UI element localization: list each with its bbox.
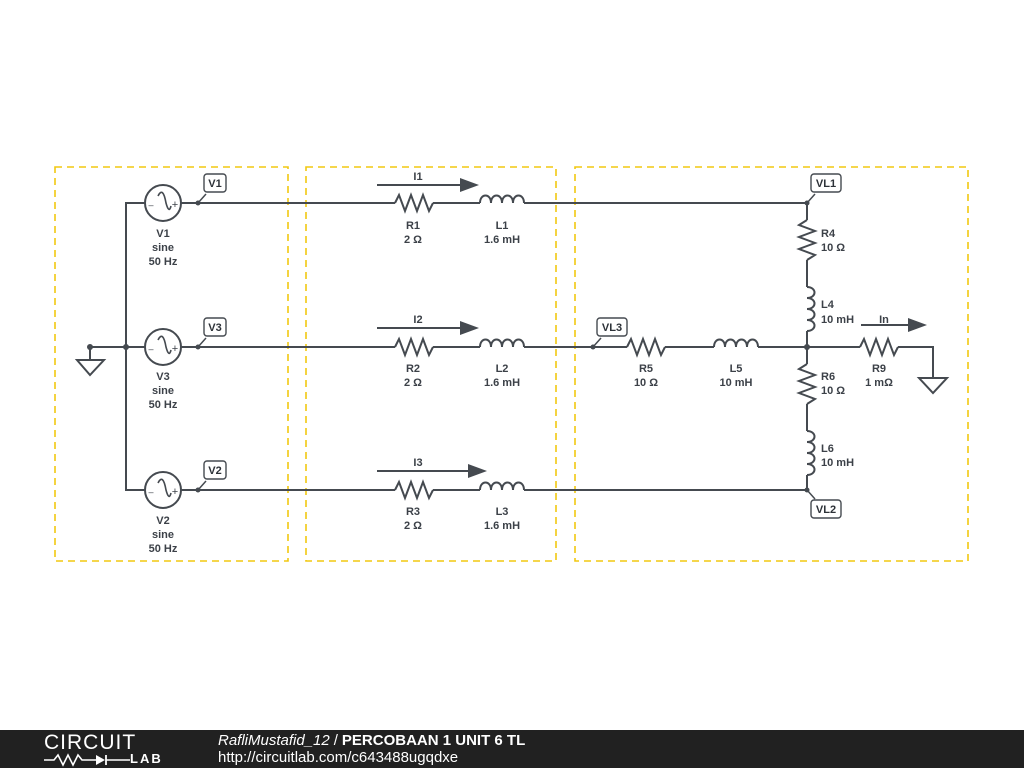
l5-name-label: L5 [730, 363, 743, 375]
author-link[interactable]: RafliMustafid_12 [218, 732, 330, 749]
v2-type-label: sine [152, 529, 174, 541]
circuitlab-logo[interactable]: CIRCUIT LAB [44, 731, 174, 767]
i1-label: I1 [413, 171, 422, 183]
v1-type-label: sine [152, 242, 174, 254]
i3-label: I3 [413, 457, 422, 469]
r6-name-label: R6 [821, 371, 835, 383]
r4-name-label: R4 [821, 228, 836, 240]
l5-value-label: 10 mH [719, 377, 752, 389]
title-separator: / [333, 732, 338, 749]
resistor-r3 [394, 479, 434, 501]
inductor-l4 [806, 286, 816, 332]
in-label: In [879, 314, 889, 326]
svg-text:–: – [148, 200, 153, 210]
svg-text:V2: V2 [208, 465, 221, 477]
node-tag-v2[interactable]: V2 [195, 460, 227, 493]
voltage-source-v3: – + [144, 328, 182, 366]
l1-value-label: 1.6 mH [484, 234, 520, 246]
source-common-bus [87, 202, 145, 491]
l3-name-label: L3 [496, 506, 509, 518]
l6-name-label: L6 [821, 443, 834, 455]
circuit-title[interactable]: PERCOBAAN 1 UNIT 6 TL [341, 732, 526, 749]
l1-name-label: L1 [496, 220, 509, 232]
r2-value-label: 2 Ω [404, 377, 422, 389]
current-arrow-i1 [377, 178, 479, 192]
l6-value-label: 10 mH [821, 457, 854, 469]
v1-freq-label: 50 Hz [149, 256, 178, 268]
inductor-l6 [806, 430, 816, 476]
resistor-r5 [626, 336, 666, 358]
node-tag-vl3[interactable]: VL3 [590, 317, 628, 350]
svg-text:VL1: VL1 [816, 178, 836, 190]
l4-name-label: L4 [821, 299, 835, 311]
svg-text:–: – [148, 487, 153, 497]
v2-name-label: V2 [156, 515, 169, 527]
r2-name-label: R2 [406, 363, 420, 375]
circuit-url[interactable]: http://circuitlab.com/c643488ugqdxe [218, 749, 459, 766]
inductor-l2 [479, 338, 525, 348]
ground-symbol-right [916, 377, 950, 395]
i2-label: I2 [413, 314, 422, 326]
v3-freq-label: 50 Hz [149, 399, 178, 411]
l2-name-label: L2 [496, 363, 509, 375]
resistor-r2 [394, 336, 434, 358]
r1-value-label: 2 Ω [404, 234, 422, 246]
svg-text:V1: V1 [208, 178, 221, 190]
l4-value-label: 10 mH [821, 314, 854, 326]
svg-text:VL2: VL2 [816, 504, 836, 516]
r6-value-label: 10 Ω [821, 385, 845, 397]
logo-text-lab: LAB [130, 751, 163, 766]
svg-text:–: – [148, 344, 153, 354]
svg-text:V3: V3 [208, 322, 221, 334]
r1-name-label: R1 [406, 220, 420, 232]
current-arrow-i3 [377, 464, 487, 478]
ground-symbol-left [74, 359, 107, 377]
circuit-title-line: RafliMustafid_12/PERCOBAAN 1 UNIT 6 TL [218, 732, 525, 749]
node-tag-v1[interactable]: V1 [195, 173, 227, 206]
current-arrow-in [861, 318, 927, 332]
logo-text-circuit: CIRCUIT [44, 731, 137, 754]
line-group-box [305, 166, 557, 562]
inductor-l3 [479, 481, 525, 491]
current-arrow-i2 [377, 321, 479, 335]
r9-name-label: R9 [872, 363, 886, 375]
r3-value-label: 2 Ω [404, 520, 422, 532]
resistor-r1 [394, 192, 434, 214]
resistor-r6 [796, 363, 818, 405]
l3-value-label: 1.6 mH [484, 520, 520, 532]
voltage-source-v1: – + [144, 184, 182, 222]
r5-value-label: 10 Ω [634, 377, 658, 389]
v2-freq-label: 50 Hz [149, 543, 178, 555]
svg-text:VL3: VL3 [602, 322, 622, 334]
node-tag-vl1[interactable]: VL1 [804, 173, 842, 206]
v3-type-label: sine [152, 385, 174, 397]
r3-name-label: R3 [406, 506, 420, 518]
svg-text:+: + [172, 343, 178, 355]
svg-text:+: + [172, 486, 178, 498]
inductor-l1 [479, 194, 525, 204]
svg-text:+: + [172, 199, 178, 211]
l2-value-label: 1.6 mH [484, 377, 520, 389]
voltage-source-v2: – + [144, 471, 182, 509]
r4-value-label: 10 Ω [821, 242, 845, 254]
resistor-r4 [796, 219, 818, 261]
logo-resistor-diode-icon [44, 753, 130, 767]
footer-bar: CIRCUIT LAB RafliMustafid_12/PERCOBAAN 1… [0, 730, 1024, 768]
v3-name-label: V3 [156, 371, 169, 383]
node-tag-vl2[interactable]: VL2 [804, 487, 842, 519]
inductor-l5 [713, 338, 759, 348]
v1-name-label: V1 [156, 228, 169, 240]
node-tag-v3[interactable]: V3 [195, 317, 227, 350]
r9-value-label: 1 mΩ [865, 377, 893, 389]
load-group-box [574, 166, 969, 562]
resistor-r9 [859, 336, 899, 358]
source-group-box [54, 166, 289, 562]
circuit-schematic: – + V1 sine 50 Hz V1 R1 2 Ω L1 1.6 mH I1… [54, 166, 969, 562]
r5-name-label: R5 [639, 363, 653, 375]
